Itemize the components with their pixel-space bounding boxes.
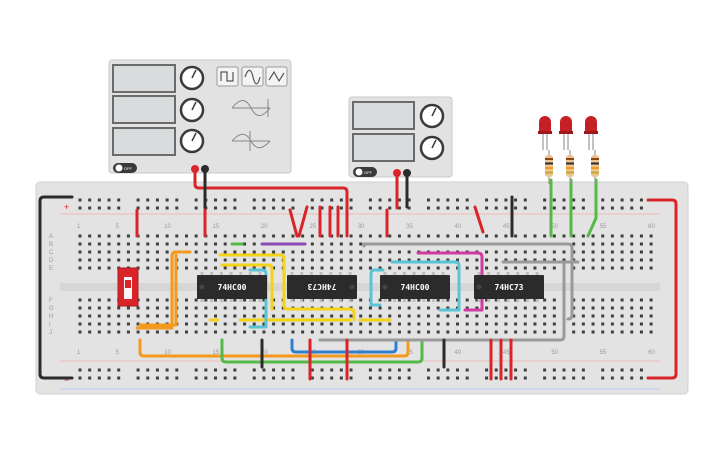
chip-label: 74HC00	[401, 283, 430, 292]
function-generator[interactable]: OFF	[108, 59, 292, 174]
waveform-diagram	[231, 99, 271, 151]
column-number: 35	[406, 224, 413, 230]
row-letter: G	[49, 306, 54, 312]
generator-off-label: OFF	[124, 166, 133, 171]
column-number: 45	[503, 350, 510, 356]
chip-4[interactable]: 74HC73	[474, 272, 544, 302]
knob-icon[interactable]	[179, 65, 205, 91]
current-display	[352, 133, 415, 162]
supply-negative-terminal[interactable]	[403, 169, 411, 177]
row-letter: J	[49, 330, 52, 336]
generator-display-3	[112, 127, 176, 156]
chip-label: 74HC00	[218, 283, 247, 292]
center-channel	[60, 283, 660, 291]
triangle-wave-icon[interactable]	[265, 66, 288, 87]
column-number: 25	[309, 224, 316, 230]
column-number: 5	[116, 350, 120, 356]
column-number: 35	[406, 350, 413, 356]
resistor-icon[interactable]	[591, 150, 599, 184]
chip-label: 74HC73	[307, 282, 336, 291]
knob-icon[interactable]	[419, 103, 445, 129]
plus-rail-label: +	[64, 202, 69, 212]
led-icon[interactable]	[559, 116, 573, 150]
knob-icon[interactable]	[179, 128, 205, 154]
column-number: 45	[503, 224, 510, 230]
row-letter: A	[49, 234, 53, 240]
column-number: 10	[164, 350, 171, 356]
row-letter: D	[49, 258, 54, 264]
column-number: 20	[261, 350, 268, 356]
generator-display-1	[112, 64, 176, 93]
row-letter: E	[49, 266, 53, 272]
column-number: 30	[358, 224, 365, 230]
chip-3[interactable]: 74HC00	[380, 272, 450, 302]
column-number: 50	[551, 350, 558, 356]
column-number: 60	[648, 350, 655, 356]
led-icon[interactable]	[538, 116, 552, 150]
leds-and-resistors[interactable]	[538, 116, 599, 184]
row-letter: F	[49, 298, 53, 304]
power-supply[interactable]: OFF	[348, 96, 453, 178]
knob-icon[interactable]	[179, 97, 205, 123]
square-wave-icon[interactable]	[216, 66, 239, 87]
generator-positive-terminal[interactable]	[191, 165, 199, 173]
column-number: 5	[116, 224, 120, 230]
column-number: 1	[77, 224, 81, 230]
chips[interactable]: 74HC00 74HC73 74HC00 74HC73	[197, 272, 544, 302]
generator-power-switch[interactable]: OFF	[113, 163, 137, 173]
row-letter: H	[49, 314, 53, 320]
dip-switch-icon[interactable]	[117, 267, 139, 307]
column-number: 15	[213, 224, 220, 230]
sine-wave-icon[interactable]	[241, 66, 264, 87]
knob-icon[interactable]	[419, 135, 445, 161]
row-letter: I	[49, 322, 51, 328]
column-number: 1	[77, 350, 81, 356]
led-icon[interactable]	[584, 116, 598, 150]
chip-1[interactable]: 74HC00	[197, 272, 267, 302]
column-number: 55	[600, 224, 607, 230]
column-number: 40	[455, 224, 462, 230]
row-letter: C	[49, 250, 54, 256]
breadboard-holes	[78, 198, 653, 380]
column-number: 20	[261, 224, 268, 230]
voltage-display	[352, 101, 415, 130]
wire-red-rail[interactable]	[646, 198, 678, 380]
wires[interactable]	[38, 171, 678, 381]
generator-negative-terminal[interactable]	[201, 165, 209, 173]
resistor-icon[interactable]	[566, 150, 574, 184]
chip-2[interactable]: 74HC73	[287, 272, 357, 302]
column-number: 40	[455, 350, 462, 356]
column-number: 15	[213, 350, 220, 356]
chip-label: 74HC73	[495, 283, 524, 292]
wire-black-rail[interactable]	[38, 195, 74, 380]
generator-display-2	[112, 95, 176, 124]
resistor-icon[interactable]	[545, 150, 553, 184]
supply-power-switch[interactable]: OFF	[353, 167, 377, 177]
supply-positive-terminal[interactable]	[393, 169, 401, 177]
supply-off-label: OFF	[364, 170, 373, 175]
wire-red-generator[interactable]	[193, 171, 349, 238]
column-number: 60	[648, 224, 655, 230]
column-number: 10	[164, 224, 171, 230]
column-number: 55	[600, 350, 607, 356]
column-number: 50	[551, 224, 558, 230]
row-letter: B	[49, 242, 53, 248]
minus-rail-label: −	[64, 375, 69, 385]
